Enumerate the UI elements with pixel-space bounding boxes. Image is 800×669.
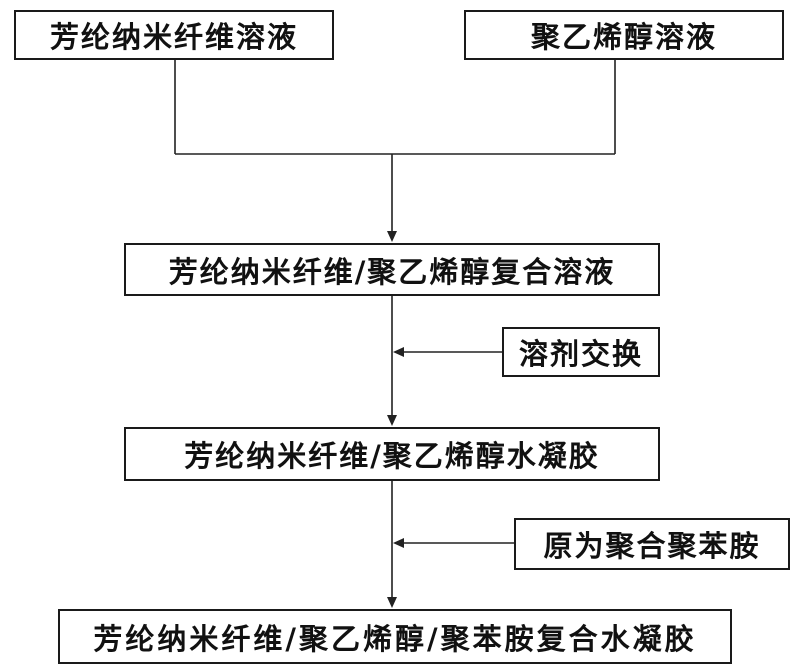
- in-situ-polymerization-box: 原为聚合聚苯胺: [514, 518, 790, 570]
- hydrogel-label: 芳纶纳米纤维/聚乙烯醇水凝胶: [184, 439, 600, 473]
- aramid-nanofiber-solution-box: 芳纶纳米纤维溶液: [14, 10, 334, 60]
- arrow-head-composite-solution: [387, 231, 397, 242]
- solvent-exchange-label: 溶剂交换: [518, 337, 643, 371]
- final-composite-hydrogel-box: 芳纶纳米纤维/聚乙烯醇/聚苯胺复合水凝胶: [58, 609, 732, 664]
- pva-solution-label: 聚乙烯醇溶液: [530, 20, 717, 54]
- composite-solution-box: 芳纶纳米纤维/聚乙烯醇复合溶液: [124, 243, 660, 296]
- final-composite-hydrogel-label: 芳纶纳米纤维/聚乙烯醇/聚苯胺复合水凝胶: [93, 621, 697, 656]
- pva-solution-box: 聚乙烯醇溶液: [464, 10, 784, 60]
- composite-solution-label: 芳纶纳米纤维/聚乙烯醇复合溶液: [168, 254, 616, 289]
- arrow-head-hydrogel: [387, 415, 397, 426]
- arrow-head-solvent-exchange: [393, 347, 404, 357]
- aramid-nanofiber-solution-label: 芳纶纳米纤维溶液: [49, 20, 298, 54]
- hydrogel-box: 芳纶纳米纤维/聚乙烯醇水凝胶: [124, 427, 660, 481]
- in-situ-polymerization-label: 原为聚合聚苯胺: [543, 529, 761, 563]
- arrow-head-final-hydrogel: [387, 597, 397, 608]
- arrow-head-polymerization: [393, 538, 404, 548]
- solvent-exchange-box: 溶剂交换: [502, 327, 660, 377]
